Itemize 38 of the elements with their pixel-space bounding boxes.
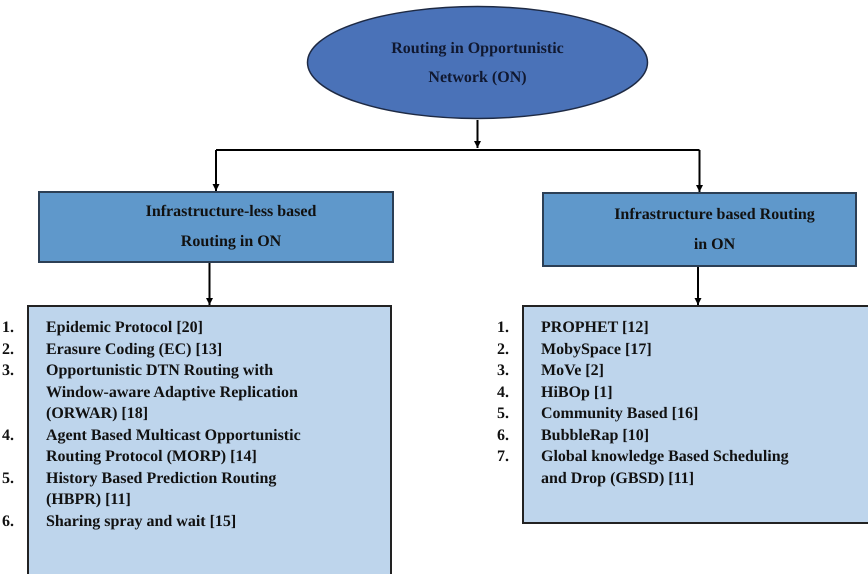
list-item: Erasure Coding (EC) [13] [46, 340, 224, 360]
arrow [212, 150, 220, 191]
list-item: Sharing spray and wait [15] [46, 512, 238, 532]
list-number: 2. [497, 340, 509, 360]
arrow [696, 150, 703, 192]
list-number: 3. [497, 361, 509, 381]
arrow [694, 267, 702, 305]
list-number: 1. [2, 318, 14, 338]
arrow [206, 263, 213, 305]
list-item: MobySpace [17] [541, 340, 653, 360]
list-item: HiBOp [1] [541, 382, 614, 402]
list-number: 3. [2, 361, 14, 381]
list-item: BubbleRap [10] [541, 426, 650, 446]
list-item: MoVe [2] [541, 361, 605, 381]
connector-line [216, 149, 700, 151]
list-number: 2. [2, 340, 14, 360]
list-item: PROPHET [12] [541, 318, 650, 338]
list-number: 4. [497, 382, 509, 402]
category-title: Infrastructure-less based Routing in ON [144, 202, 318, 252]
list-number: 5. [2, 468, 14, 488]
arrow [474, 120, 481, 148]
list-number: 5. [497, 404, 509, 424]
list-number: 6. [497, 426, 509, 446]
list-item: Global knowledge Based Scheduling and Drop (GBSD) [11] [541, 447, 790, 488]
list-number: 7. [497, 447, 509, 467]
list-number: 1. [497, 318, 509, 338]
list-item: Epidemic Protocol [20] [46, 318, 204, 338]
node-title: Routing in Opportunistic Network (ON) [390, 38, 565, 88]
list-number: 4. [2, 426, 14, 446]
list-item: Agent Based Multicast Opportunistic Routing Protocol (MORP) [14] [46, 426, 302, 467]
list-number: 6. [2, 512, 14, 532]
ellipse-node [306, 5, 649, 120]
list-item: History Based Prediction Routing (HBPR) [11] [46, 468, 278, 510]
category-box [542, 192, 857, 267]
list-item: Opportunistic DTN Routing with Window-aware Adaptive Replication (ORWAR) [18] [46, 361, 299, 424]
list-item: Community Based [16] [541, 404, 700, 424]
category-title: Infrastructure based Routing in ON [613, 204, 816, 254]
category-box [38, 191, 394, 263]
